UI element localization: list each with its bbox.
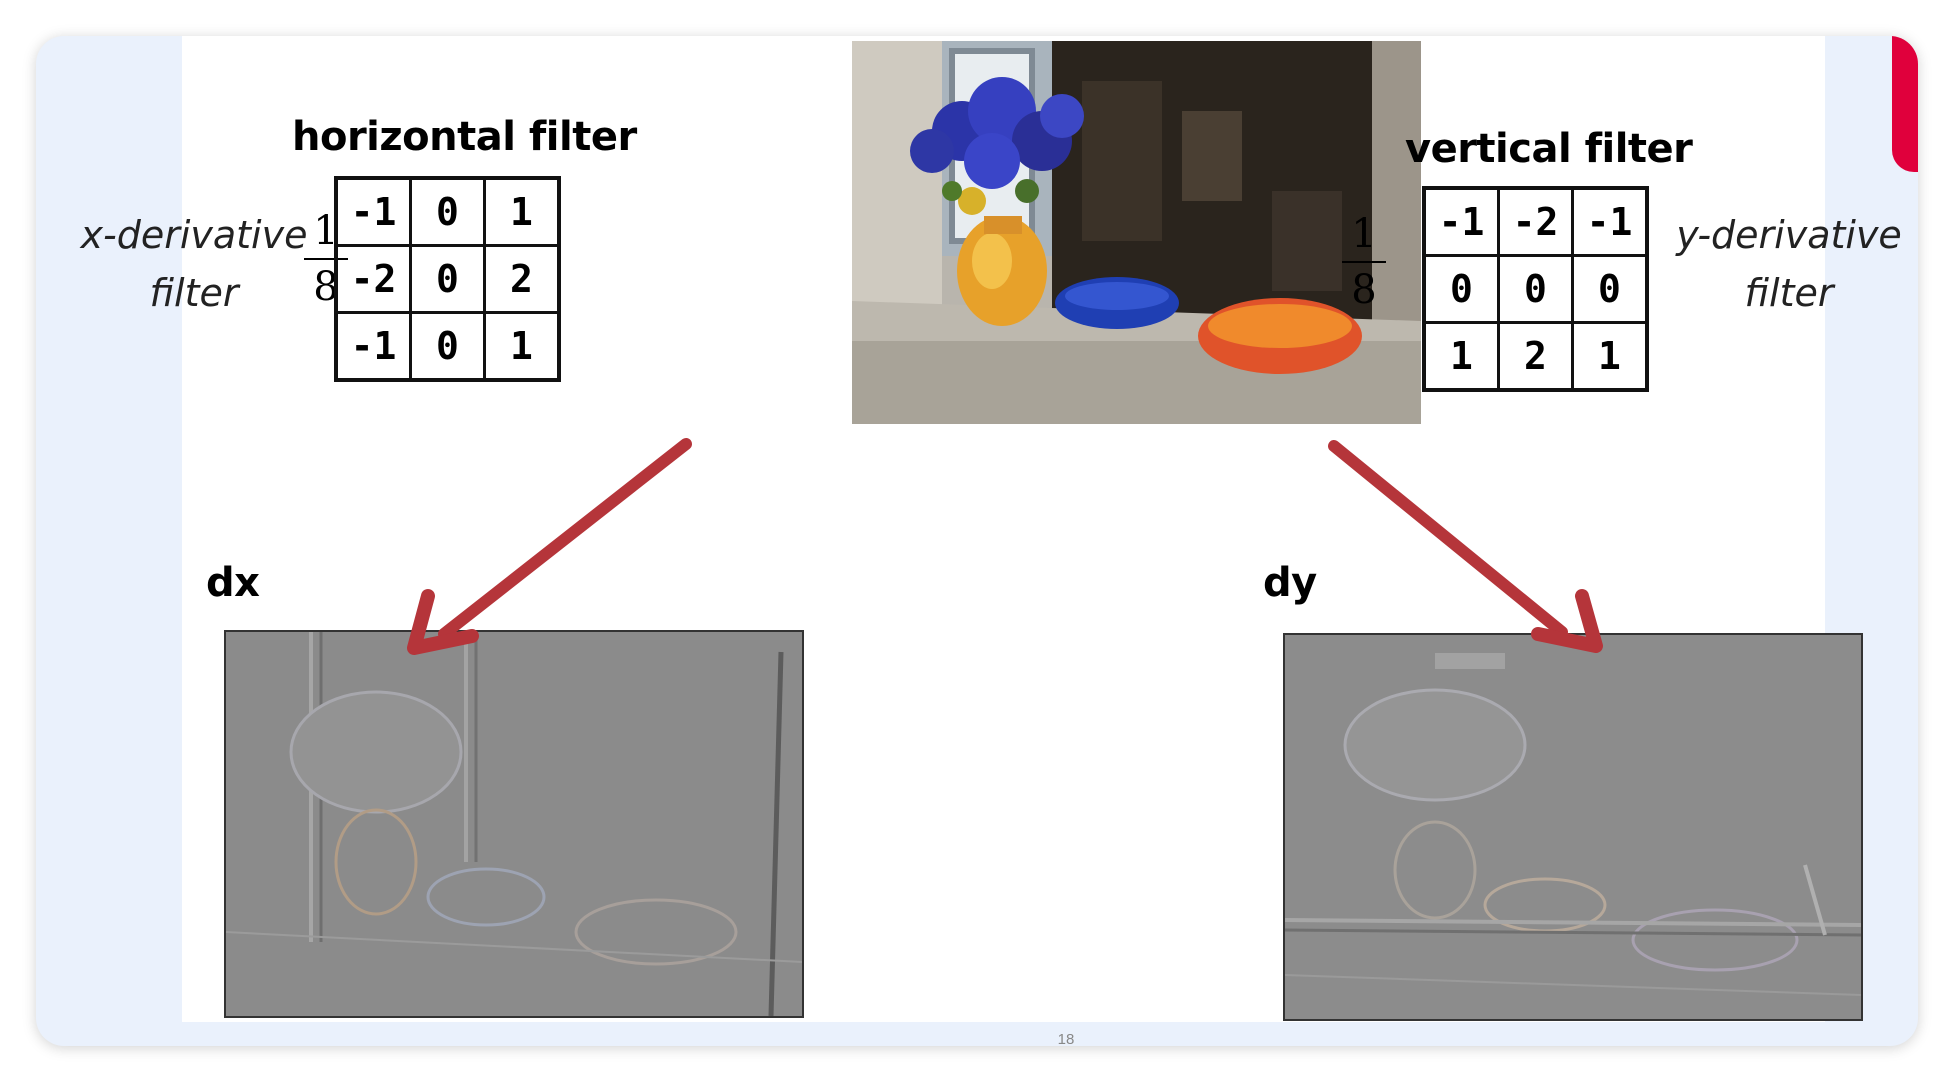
vertical-fraction: 1 8: [1342, 211, 1386, 313]
dy-result-image: [1283, 633, 1863, 1021]
slide-canvas: horizontal filter x-derivative filter 1 …: [81, 36, 1902, 1022]
kernel-row: -1 -2 -1: [1422, 186, 1649, 257]
fraction-bar: [304, 258, 348, 260]
dx-label: dx: [206, 560, 260, 606]
page-number: 18: [1057, 1031, 1075, 1046]
kernel-cell: -1: [1571, 186, 1649, 257]
vertical-fraction-numerator: 1: [1351, 211, 1377, 257]
right-arrow: [1328, 440, 1603, 653]
dx-result-image: [224, 630, 804, 1018]
vertical-filter-heading: vertical filter: [1405, 126, 1693, 172]
kernel-row: -1 0 1: [334, 176, 561, 247]
kernel-cell: 2: [1497, 321, 1574, 392]
flower-bouquet: [910, 77, 1084, 215]
kernel-cell: 0: [1571, 254, 1649, 324]
y-derivative-label: y-derivative filter: [1669, 206, 1909, 322]
kernel-cell: -2: [1497, 186, 1574, 257]
kernel-cell: 0: [409, 244, 486, 314]
x-derivative-label: x-derivative filter: [74, 206, 314, 322]
y-derivative-label-line1: y-derivative: [1676, 213, 1902, 257]
kernel-cell: -1: [1422, 186, 1500, 257]
kernel-cell: 0: [1422, 254, 1500, 324]
kernel-cell: 0: [1497, 254, 1574, 324]
horizontal-kernel-table: -1 0 1 -2 0 2 -1 0 1: [334, 176, 561, 382]
dy-label: dy: [1263, 560, 1317, 606]
kernel-cell: 1: [1422, 321, 1500, 392]
kernel-cell: -1: [334, 311, 412, 382]
dy-edge-illustration: [1285, 635, 1861, 1019]
kernel-row: -2 0 2: [334, 244, 561, 314]
kernel-cell: 1: [483, 311, 561, 382]
kernel-cell: 0: [409, 176, 486, 247]
kernel-row: -1 0 1: [334, 311, 561, 382]
accent-tab: [1892, 36, 1918, 172]
arrows-layer: [407, 438, 1603, 655]
x-derivative-label-line1: x-derivative: [80, 213, 308, 257]
horizontal-filter-heading: horizontal filter: [292, 114, 637, 160]
kernel-cell: 2: [483, 244, 561, 314]
kernel-row: 1 2 1: [1422, 321, 1649, 392]
kernel-row: 0 0 0: [1422, 254, 1649, 324]
window-sill-photo: [852, 41, 1421, 424]
vertical-kernel-table: -1 -2 -1 0 0 0 1 2 1: [1422, 186, 1649, 392]
vertical-fraction-denominator: 8: [1351, 267, 1377, 313]
kernel-cell: -2: [334, 244, 412, 314]
kernel-cell: 0: [409, 311, 486, 382]
kernel-cell: 1: [483, 176, 561, 247]
fraction-bar: [1342, 261, 1386, 263]
kernel-cell: -1: [334, 176, 412, 247]
kernel-cell: 1: [1571, 321, 1649, 392]
dx-edge-illustration: [226, 632, 802, 1016]
x-derivative-label-line2: filter: [149, 271, 239, 315]
y-derivative-label-line2: filter: [1744, 271, 1834, 315]
photo-illustration: [852, 41, 1421, 424]
slide-frame: horizontal filter x-derivative filter 1 …: [36, 36, 1918, 1046]
left-arrow: [407, 438, 692, 655]
